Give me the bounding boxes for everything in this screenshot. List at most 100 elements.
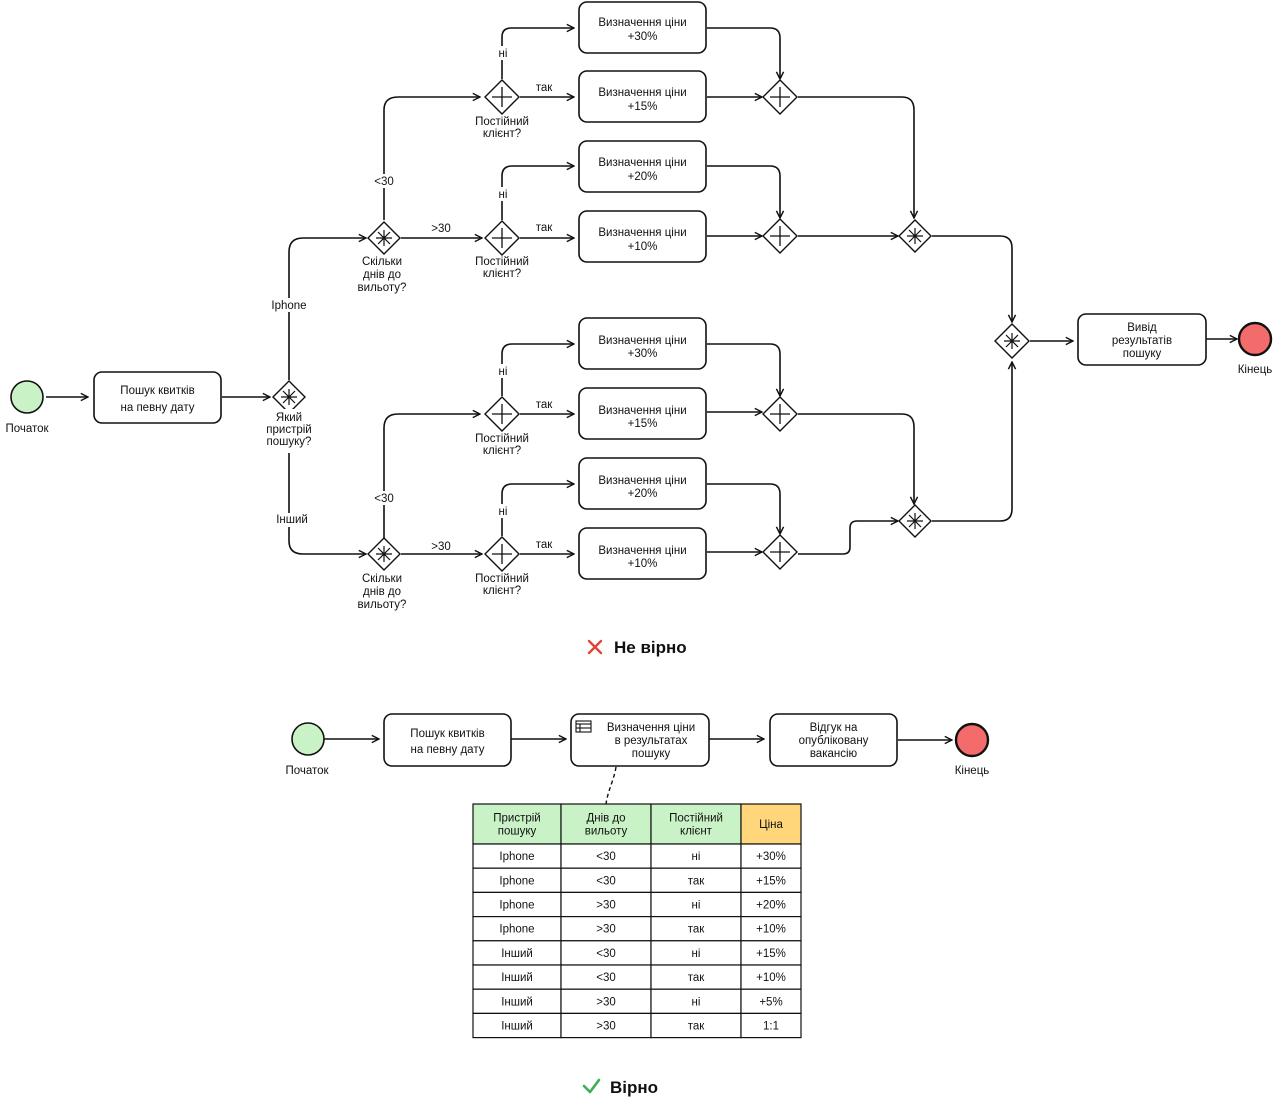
svg-text:Пошук квитків: Пошук квитків bbox=[120, 385, 194, 397]
association-line bbox=[605, 766, 617, 805]
svg-text:Визначення ціни: Визначення ціни bbox=[607, 722, 695, 734]
svg-text:клієнт?: клієнт? bbox=[483, 445, 521, 457]
table-cell: <30 bbox=[596, 972, 616, 984]
table-cell: <30 bbox=[596, 875, 616, 887]
wrong-diagram: Початок Кінець Пошук квитків на певну да… bbox=[5, 1, 1273, 657]
table-cell: <30 bbox=[596, 948, 616, 960]
price-task-other-lt30-yes: Визначення ціни +15% bbox=[578, 387, 707, 440]
table-icon bbox=[575, 720, 592, 733]
svg-text:>30: >30 bbox=[431, 541, 451, 553]
client-gateway-iphone-gt30 bbox=[484, 220, 520, 256]
price-task-iphone-lt30-yes: Визначення ціни +15% bbox=[578, 70, 707, 123]
gateways bbox=[272, 79, 1030, 572]
svg-text:результатів: результатів bbox=[1112, 335, 1172, 347]
svg-text:<30: <30 bbox=[374, 493, 394, 505]
price-task-other-gt30-yes: Визначення ціни +10% bbox=[578, 527, 707, 580]
table-cell: ні bbox=[692, 851, 701, 863]
svg-text:пошуку: пошуку bbox=[632, 748, 671, 760]
device-gateway-label-1: Який bbox=[276, 412, 302, 424]
svg-text:Постійний: Постійний bbox=[475, 573, 529, 585]
table-cell: Інший bbox=[501, 996, 533, 1008]
table-cell: <30 bbox=[596, 851, 616, 863]
device-gateway-label-3: пошуку? bbox=[267, 436, 312, 448]
price-task-iphone-gt30-yes: Визначення ціни +10% bbox=[578, 210, 707, 263]
svg-text:вильоту?: вильоту? bbox=[358, 282, 407, 294]
merge-gateway-4 bbox=[762, 534, 798, 570]
table-cell: так bbox=[688, 972, 706, 984]
merge-gateway-3 bbox=[762, 396, 798, 432]
table-cell: >30 bbox=[596, 924, 616, 936]
table-cell: +15% bbox=[756, 948, 786, 960]
svg-text:Відгук на: Відгук на bbox=[810, 722, 858, 734]
svg-text:<30: <30 bbox=[374, 176, 394, 188]
svg-text:вильоту?: вильоту? bbox=[358, 599, 407, 611]
svg-text:+10%: +10% bbox=[628, 558, 658, 570]
table-cell: >30 bbox=[596, 900, 616, 912]
output-task: Вивід результатів пошуку bbox=[1077, 313, 1207, 366]
branch-other-label: Інший bbox=[276, 514, 308, 526]
table-header-text: вильоту bbox=[585, 826, 628, 838]
svg-text:вакансію: вакансію bbox=[810, 748, 858, 760]
days-gateway-iphone bbox=[367, 221, 401, 255]
wrong-verdict: Не вірно bbox=[587, 638, 687, 657]
svg-text:+15%: +15% bbox=[628, 101, 658, 113]
final-merge-gateway bbox=[994, 323, 1030, 359]
table-header-text: Днів до bbox=[586, 813, 625, 825]
svg-text:>30: >30 bbox=[431, 223, 451, 235]
cross-icon bbox=[587, 639, 603, 655]
start-event bbox=[10, 380, 44, 414]
price-task-other-gt30-no: Визначення ціни +20% bbox=[578, 457, 707, 510]
table-cell: +20% bbox=[756, 900, 786, 912]
table-cell: Iphone bbox=[499, 875, 534, 887]
svg-text:в результатах: в результатах bbox=[615, 735, 688, 747]
svg-text:+10%: +10% bbox=[628, 241, 658, 253]
table-cell: >30 bbox=[596, 996, 616, 1008]
table-cell: >30 bbox=[596, 1021, 616, 1033]
price-task-iphone-gt30-no: Визначення ціни +20% bbox=[578, 140, 707, 193]
table-header-cell: Ціна bbox=[740, 803, 802, 845]
right-connectors bbox=[324, 739, 952, 740]
table-cell: Iphone bbox=[499, 851, 534, 863]
svg-text:Визначення ціни: Визначення ціни bbox=[598, 157, 686, 169]
device-gateway-label-2: пристрій bbox=[266, 424, 311, 436]
end-event-2 bbox=[954, 722, 990, 758]
days-merge-other bbox=[898, 504, 932, 538]
price-task-other-lt30-no: Визначення ціни +30% bbox=[578, 317, 707, 370]
table-cell: так bbox=[688, 875, 706, 887]
price-tasks: Визначення ціни +30% Визначення ціни +15… bbox=[578, 1, 707, 580]
svg-text:так: так bbox=[536, 82, 554, 94]
svg-text:Скільки: Скільки bbox=[362, 573, 402, 585]
table-cell: +15% bbox=[756, 875, 786, 887]
svg-text:опублікованy: опублікованy bbox=[799, 735, 869, 747]
start-label: Початок bbox=[5, 423, 49, 435]
svg-text:Визначення ціни: Визначення ціни bbox=[598, 227, 686, 239]
svg-text:Постійний: Постійний bbox=[475, 433, 529, 445]
svg-text:Постійний: Постійний bbox=[475, 256, 529, 268]
svg-text:+15%: +15% bbox=[628, 418, 658, 430]
client-gateway-iphone-lt30 bbox=[484, 79, 520, 115]
device-gateway bbox=[272, 380, 306, 414]
table-cell: +30% bbox=[756, 851, 786, 863]
search-task: Пошук квитків на певну дату bbox=[93, 371, 222, 424]
svg-text:Визначення ціни: Визначення ціни bbox=[598, 475, 686, 487]
svg-text:Визначення ціни: Визначення ціни bbox=[598, 405, 686, 417]
svg-text:так: так bbox=[536, 222, 554, 234]
svg-text:Постійний: Постійний bbox=[475, 116, 529, 128]
end-label-2: Кінець bbox=[955, 765, 990, 777]
table-cell: 1:1 bbox=[763, 1021, 779, 1033]
end-label: Кінець bbox=[1238, 364, 1273, 376]
days-merge-iphone bbox=[898, 219, 932, 253]
svg-text:+20%: +20% bbox=[628, 488, 658, 500]
days-gateway-other bbox=[367, 537, 401, 571]
table-cell: Iphone bbox=[499, 900, 534, 912]
table-cell: Інший bbox=[501, 972, 533, 984]
table-header-text: Постійний bbox=[669, 813, 723, 825]
table-cell: так bbox=[688, 924, 706, 936]
table-cell: +10% bbox=[756, 924, 786, 936]
svg-text:Скільки: Скільки bbox=[362, 256, 402, 268]
